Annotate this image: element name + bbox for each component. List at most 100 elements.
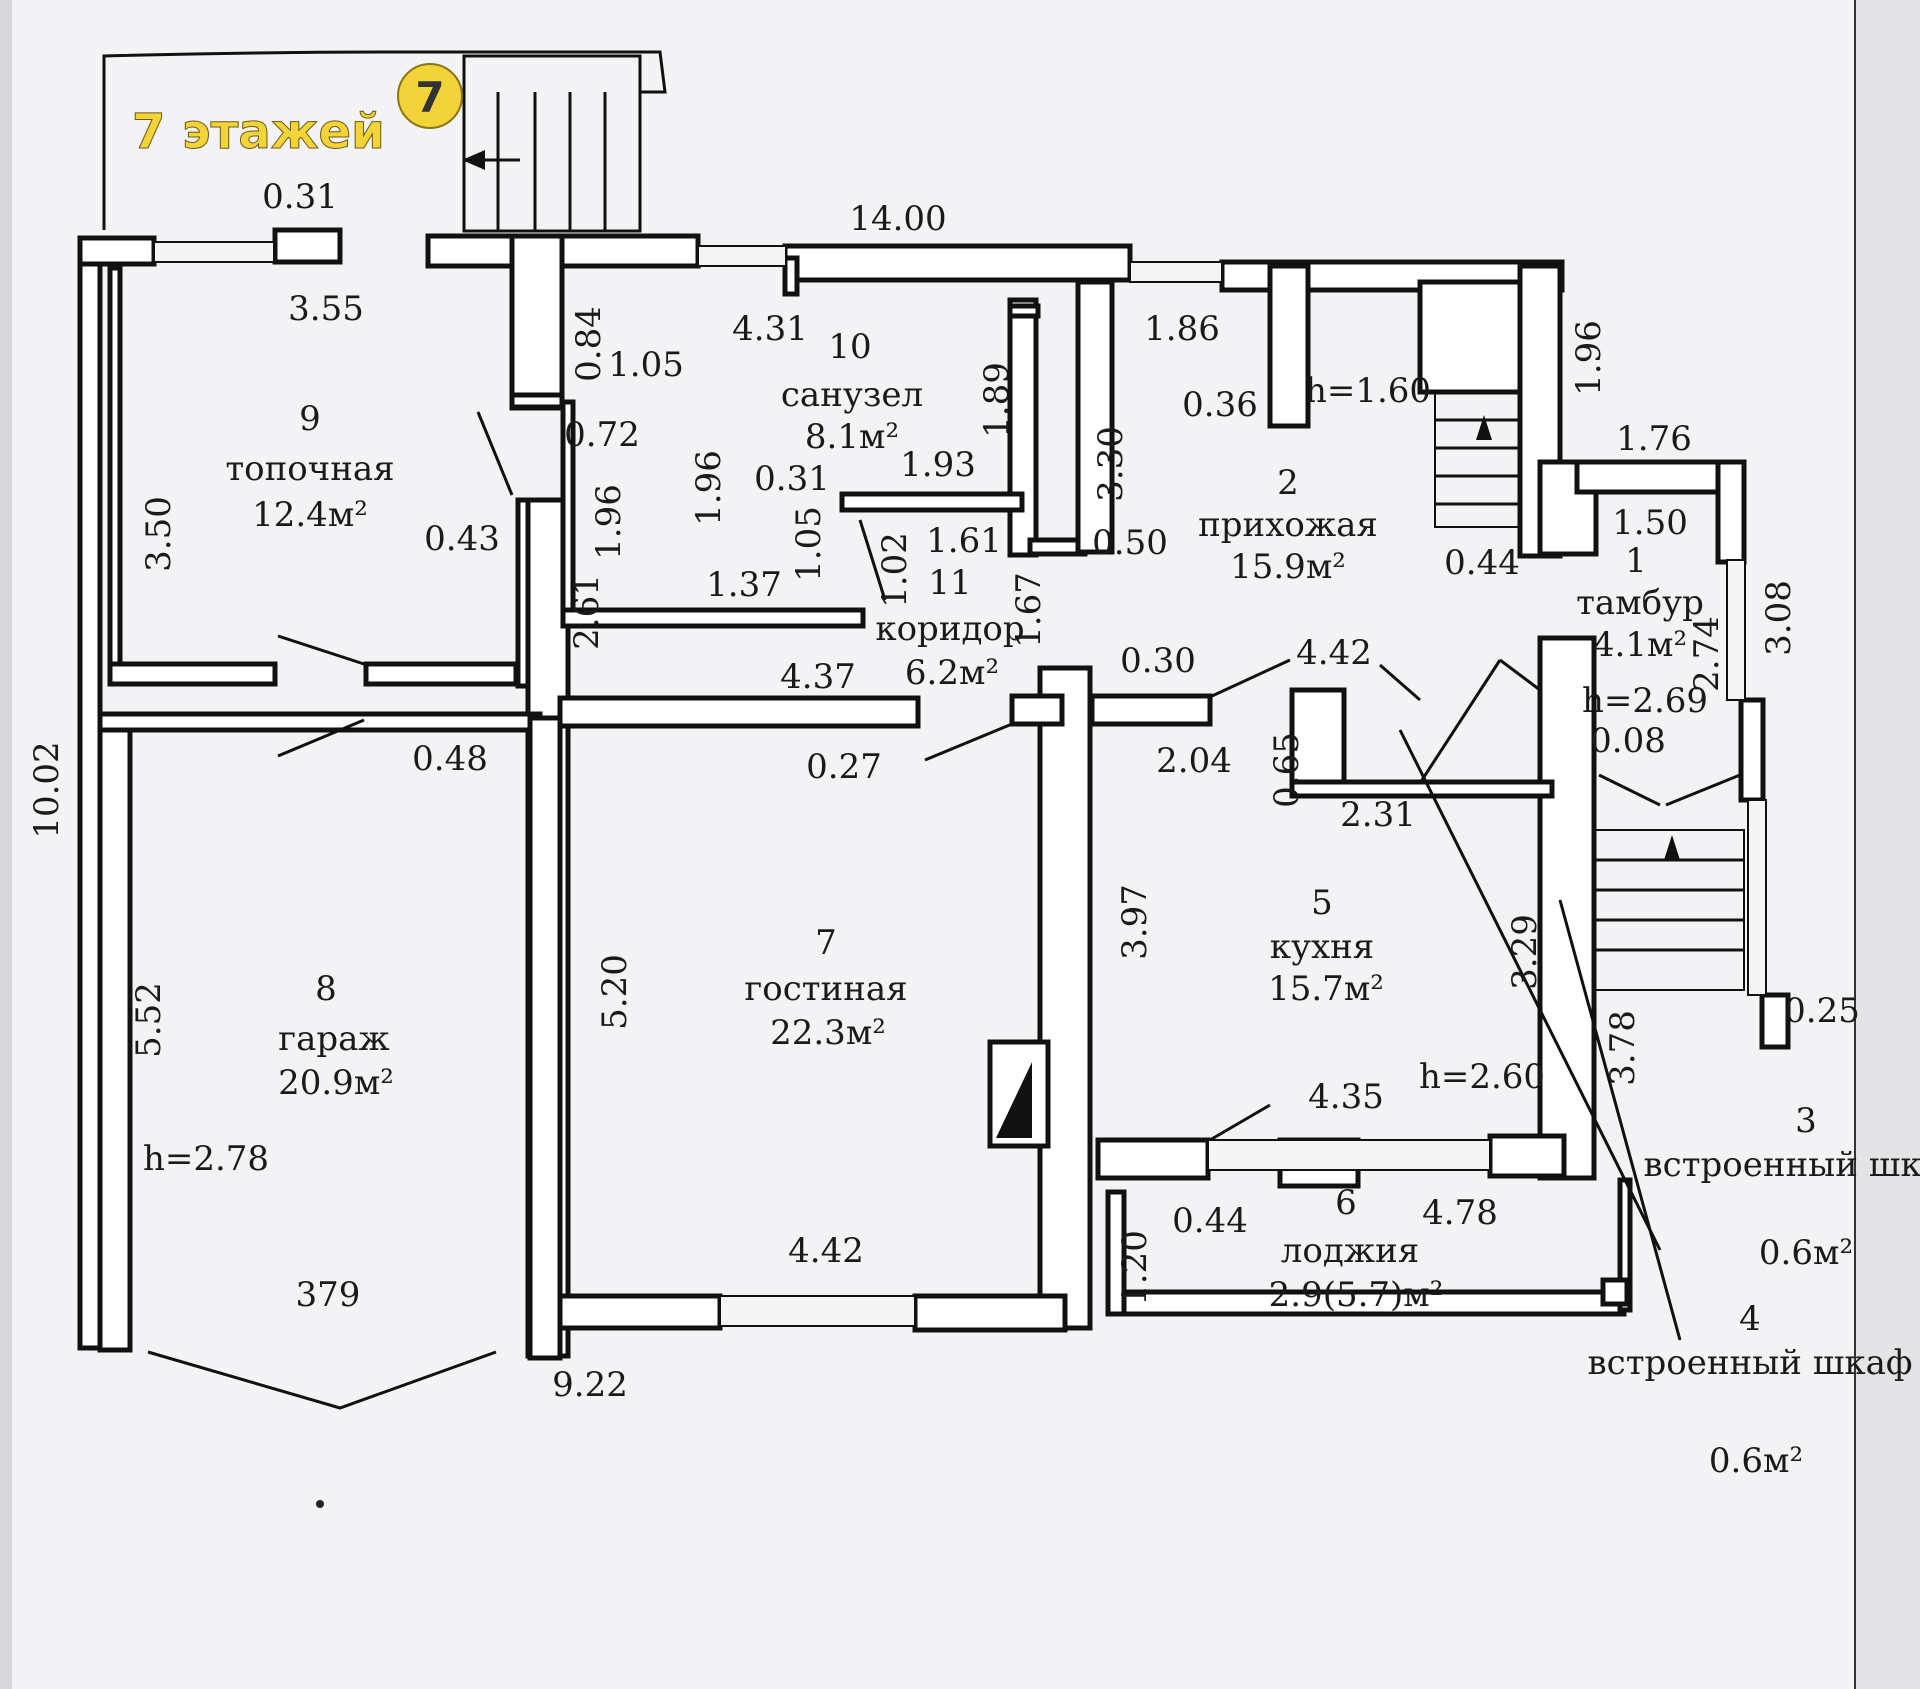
brand-text: 7 этажей [132,104,385,160]
fireplace-mark [996,1062,1032,1138]
room-3-name: встроенный шкаф [1644,1145,1920,1185]
wall-top-left [77,235,157,267]
room-1-number: 1 [1625,541,1647,581]
room-10-area: 8.1м² [805,417,899,457]
door-swings [277,411,1741,1341]
dim-label: 0.65 [1267,732,1307,808]
room-labels: 1 тамбур 4.1м² h=2.69 2 прихожая 15.9м² … [143,327,1920,1481]
brand-badge-icon [397,63,463,129]
dim-label: 4.37 [780,657,856,697]
dim-label: 3.50 [139,496,179,572]
wall-pier-0-25 [1759,992,1791,1050]
room-5-area: 15.7м² [1268,969,1384,1009]
room-1-area: 4.1м² [1593,625,1687,665]
stair-entry [1593,829,1745,991]
wall-kitchen-bottom-b [1487,1133,1567,1179]
dim-label: 0.27 [806,747,882,787]
room-3-area: 0.6м² [1759,1233,1853,1273]
wall-top-bath [782,243,1133,283]
dim-label: 0.30 [1120,641,1196,681]
dim-label: 3.30 [1091,426,1131,502]
dim-label: 0.31 [754,459,830,499]
paper-edge [1855,0,1920,1689]
door-9 [476,411,514,496]
dim-label: 3.08 [1759,580,1799,656]
dim-label: 4.78 [1422,1193,1498,1233]
wall-kitchen-right [1537,635,1597,1181]
dim-label: 0.50 [1092,523,1168,563]
porch [102,50,667,233]
dim-label: 1.86 [1144,309,1220,349]
ink-dot [316,1500,324,1508]
door-wc [858,519,887,601]
stair-arrow-head [1664,835,1680,860]
dim-label: 1.05 [608,345,684,385]
window-5 [1207,1139,1491,1171]
wall-bath-right-cap [1007,303,1041,319]
room-6-area: 2.9(5.7)м² [1269,1275,1444,1315]
dim-label: 4.35 [1308,1077,1384,1117]
wall-corridor-bottom [557,695,921,729]
room-10-number: 10 [828,327,871,367]
door-7 [924,722,1013,762]
dim-label: 1.67 [1009,572,1049,648]
dim-label: 1.96 [1569,320,1609,396]
room-7-area: 22.3м² [770,1013,886,1053]
wall-9-bottom-a [107,661,278,687]
stair-arrow-head [1476,415,1492,440]
outer-left-wall [77,235,103,1351]
room-4-number: 4 [1739,1299,1761,1339]
dim-label: 3.97 [1115,884,1155,960]
room-10-name: санузел [781,375,923,415]
dim-label: 2.74 [1687,616,1727,692]
wall-kitchen-top-a [1089,693,1213,727]
room-8-area: 20.9м² [278,1063,394,1103]
room-1-height: h=2.69 [1582,681,1708,721]
door-tambur-a [1598,773,1661,807]
room-4-name: встроенный шкаф [1588,1343,1913,1383]
room-2-number: 2 [1277,463,1299,503]
porch-outline [102,50,667,232]
stair-hall [1434,391,1521,528]
room-2-area: 15.9м² [1230,547,1346,587]
room-5-name: кухня [1270,927,1375,967]
dim-label: 5.52 [129,982,169,1058]
wall-hall-niche [1267,263,1311,429]
room-2-height: h=1.60 [1305,371,1431,411]
door-8-9-b [277,718,365,758]
door-8-9-a [277,634,365,666]
stair-top [462,54,642,233]
dim-label: 1.61 [926,521,1002,561]
room-11-number: 11 [928,563,971,603]
dim-label: 0.08 [1590,721,1666,761]
dim-label: 0.84 [569,306,609,382]
dim-label: 14.00 [849,199,946,239]
dim-label: 1.05 [789,506,829,582]
wall-bath-top-step [782,255,800,297]
dim-label: 0.36 [1182,385,1258,425]
windows [153,241,1767,1327]
window-7 [719,1295,916,1327]
dim-label: 1.76 [1616,419,1692,459]
dim-label: 4.42 [1296,633,1372,673]
wall-8-top [97,711,543,733]
wall-tambur-right [1715,459,1747,565]
dim-label: 2.04 [1156,741,1232,781]
room-9-area: 12.4м² [252,495,368,535]
door-loggia [1209,1103,1271,1142]
wall-8-left [97,717,133,1353]
window-stair [1747,799,1767,996]
door-5 [1211,658,1291,698]
wall-bottom-7b [912,1293,1068,1333]
window-10 [697,245,787,267]
dim-label: 3.78 [1603,1010,1643,1086]
garage-bay-outline [147,1350,497,1410]
dim-label: 9.22 [552,1365,628,1405]
dim-label: 4.42 [788,1231,864,1271]
wall-kitchen-top-c [1289,779,1555,799]
window-pier [272,227,343,265]
room-6-name: лоджия [1281,1231,1419,1271]
dim-label: 1.02 [875,532,915,608]
dim-label: 0.25 [1784,991,1860,1031]
room-9-name: топочная [225,449,394,489]
